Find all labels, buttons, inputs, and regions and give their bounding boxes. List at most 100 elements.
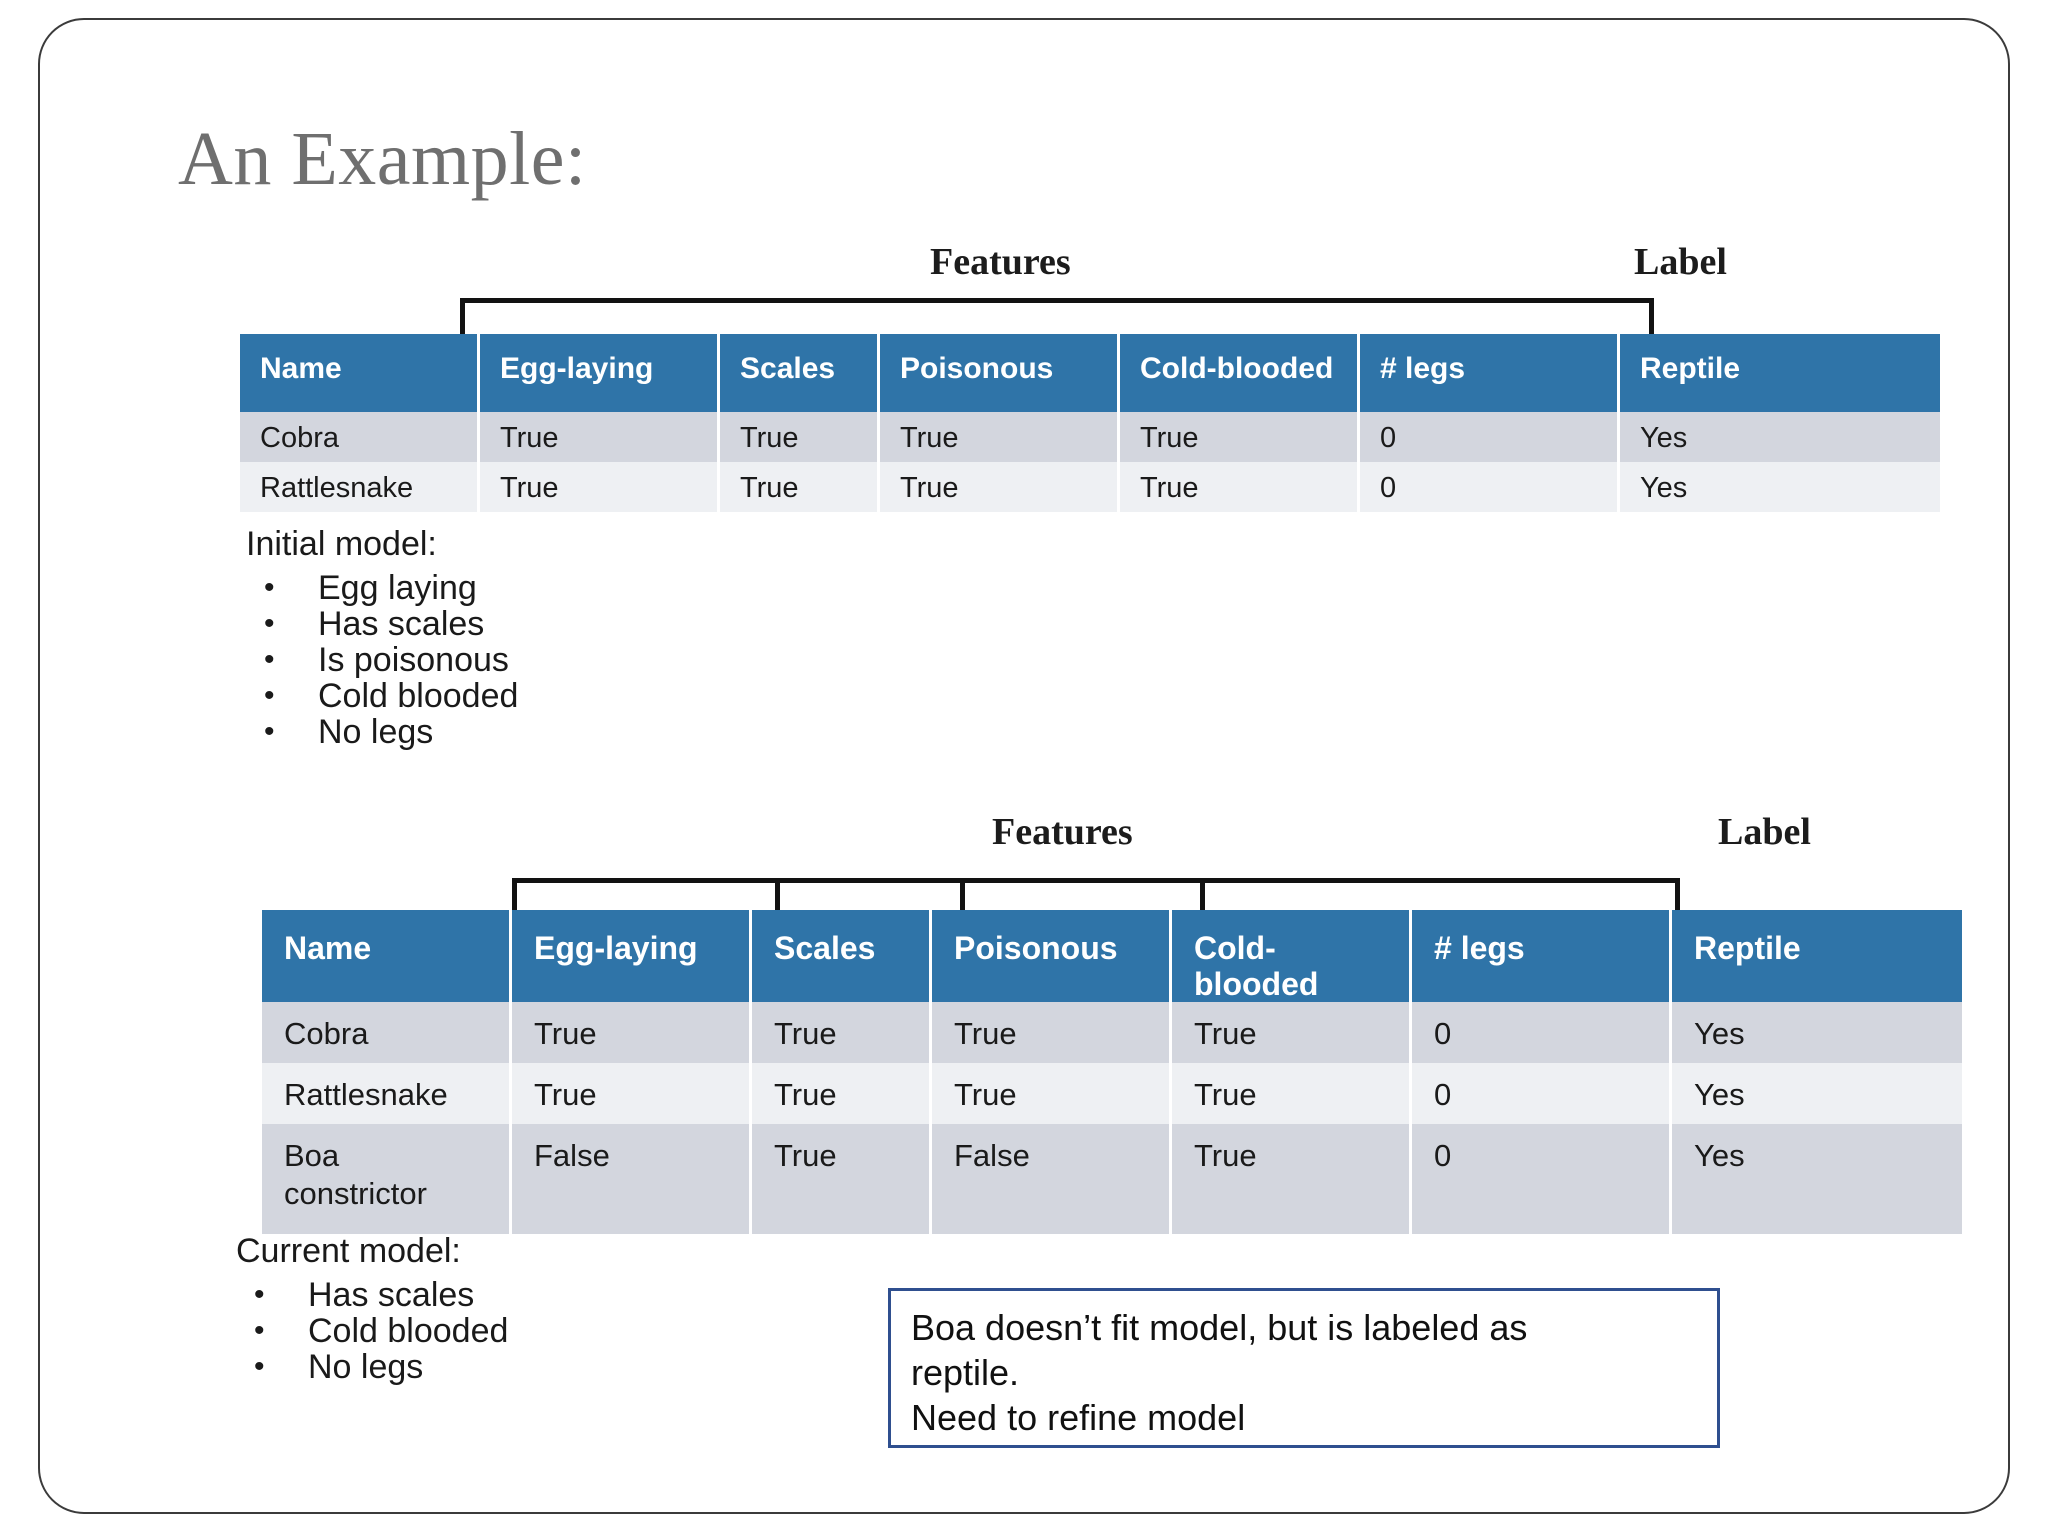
list-item: • Has scales [246,606,518,642]
list-item-label: No legs [308,1348,424,1386]
list-item-label: No legs [318,713,434,751]
note-line-3: Need to refine model [911,1397,1246,1438]
features-caption-top: Features [930,241,1071,283]
col-header-legs: # legs [1360,334,1620,412]
list-item-label: Is poisonous [318,641,509,679]
table-current: Name Egg-laying Scales Poisonous Cold-bl… [262,910,1962,1234]
table-header-row: Name Egg-laying Scales Poisonous Cold-bl… [262,910,1962,1002]
cell-name: Boa constrictor [262,1124,512,1234]
cell-poisonous: True [880,462,1120,512]
col-header-legs: # legs [1412,910,1672,1002]
col-header-scales: Scales [752,910,932,1002]
list-item-label: Has scales [308,1276,475,1314]
list-item-label: Cold blooded [308,1312,509,1350]
features-bracket-top [460,298,1654,339]
col-header-poisonous: Poisonous [932,910,1172,1002]
note-box: Boa doesn’t fit model, but is labeled as… [888,1288,1720,1448]
list-item: • Cold blooded [246,678,518,714]
cell-scales: True [752,1002,932,1063]
initial-model-heading: Initial model: [246,525,437,563]
bracket-tick-right [1649,303,1654,339]
current-model-list: • Has scales • Cold blooded • No legs [236,1277,508,1385]
label-caption-top: Label [1634,241,1727,283]
bracket-tick-5 [1675,883,1680,923]
col-header-reptile: Reptile [1620,334,1940,412]
bullet-icon: • [264,643,275,676]
table-row: Cobra True True True True 0 Yes [240,412,1940,462]
list-item: • Egg laying [246,570,518,606]
cell-scales: True [752,1124,932,1234]
initial-model-block: Initial model: • Egg laying • Has scales •… [246,525,518,750]
list-item-label: Has scales [318,605,485,643]
cell-name: Rattlesnake [240,462,480,512]
cell-cold-blooded: True [1120,412,1360,462]
col-header-poisonous: Poisonous [880,334,1120,412]
list-item: • No legs [236,1349,508,1385]
cell-cold-blooded: True [1120,462,1360,512]
col-header-egg-laying: Egg-laying [480,334,720,412]
table-row: Rattlesnake True True True True 0 Yes [262,1063,1962,1124]
bracket-tick-3 [960,883,965,923]
cell-poisonous: True [880,412,1120,462]
cell-egg-laying: True [512,1002,752,1063]
col-header-cold-blooded: Cold-blooded [1172,910,1412,1002]
cell-reptile: Yes [1620,412,1940,462]
col-header-scales: Scales [720,334,880,412]
table-header-row: Name Egg-laying Scales Poisonous Cold-bl… [240,334,1940,412]
list-item: • No legs [246,714,518,750]
cell-poisonous: True [932,1002,1172,1063]
bullet-icon: • [264,571,275,604]
cell-egg-laying: True [512,1063,752,1124]
page-title: An Example: [178,117,587,201]
cell-reptile: Yes [1620,462,1940,512]
col-header-reptile: Reptile [1672,910,1962,1002]
cell-legs: 0 [1412,1002,1672,1063]
bullet-icon: • [254,1350,265,1383]
table-row: Cobra True True True True 0 Yes [262,1002,1962,1063]
col-header-egg-laying: Egg-laying [512,910,752,1002]
cell-scales: True [720,412,880,462]
col-header-cold-blooded: Cold-blooded [1120,334,1360,412]
cell-cold-blooded: True [1172,1063,1412,1124]
bullet-icon: • [264,607,275,640]
table-initial: Name Egg-laying Scales Poisonous Cold-bl… [240,334,1940,512]
cell-legs: 0 [1360,462,1620,512]
label-caption-bottom: Label [1718,811,1811,853]
cell-cold-blooded: True [1172,1002,1412,1063]
cell-legs: 0 [1412,1063,1672,1124]
slide-frame: An Example: Features Label Name Egg-layi… [38,18,2010,1514]
cell-scales: True [720,462,880,512]
note-line-2: reptile. [911,1352,1020,1393]
list-item-label: Cold blooded [318,677,519,715]
list-item-label: Egg laying [318,569,477,607]
features-bracket-bottom [512,878,1680,923]
bracket-tick-left [460,303,465,339]
list-item: • Cold blooded [236,1313,508,1349]
cell-name: Cobra [262,1002,512,1063]
cell-egg-laying: False [512,1124,752,1234]
bracket-tick-1 [512,883,517,923]
bullet-icon: • [264,715,275,748]
cell-legs: 0 [1412,1124,1672,1234]
cell-poisonous: False [932,1124,1172,1234]
table-row: Rattlesnake True True True True 0 Yes [240,462,1940,512]
list-item: • Is poisonous [246,642,518,678]
initial-model-list: • Egg laying • Has scales • Is poisonous • C… [246,570,518,750]
cell-name: Cobra [240,412,480,462]
col-header-name: Name [262,910,512,1002]
cell-egg-laying: True [480,412,720,462]
bullet-icon: • [254,1278,265,1311]
cell-reptile: Yes [1672,1124,1962,1234]
cell-reptile: Yes [1672,1002,1962,1063]
cell-legs: 0 [1360,412,1620,462]
note-line-1: Boa doesn’t fit model, but is labeled as [911,1307,1528,1348]
bracket-tick-4 [1200,883,1205,923]
col-header-name: Name [240,334,480,412]
cell-cold-blooded: True [1172,1124,1412,1234]
bullet-icon: • [254,1314,265,1347]
current-model-block: Current model: •Has scales •Cold blooded… [236,1232,508,1385]
cell-reptile: Yes [1672,1063,1962,1124]
bullet-icon: • [264,679,275,712]
table-row: Boa constrictor False True False True 0 … [262,1124,1962,1234]
cell-scales: True [752,1063,932,1124]
